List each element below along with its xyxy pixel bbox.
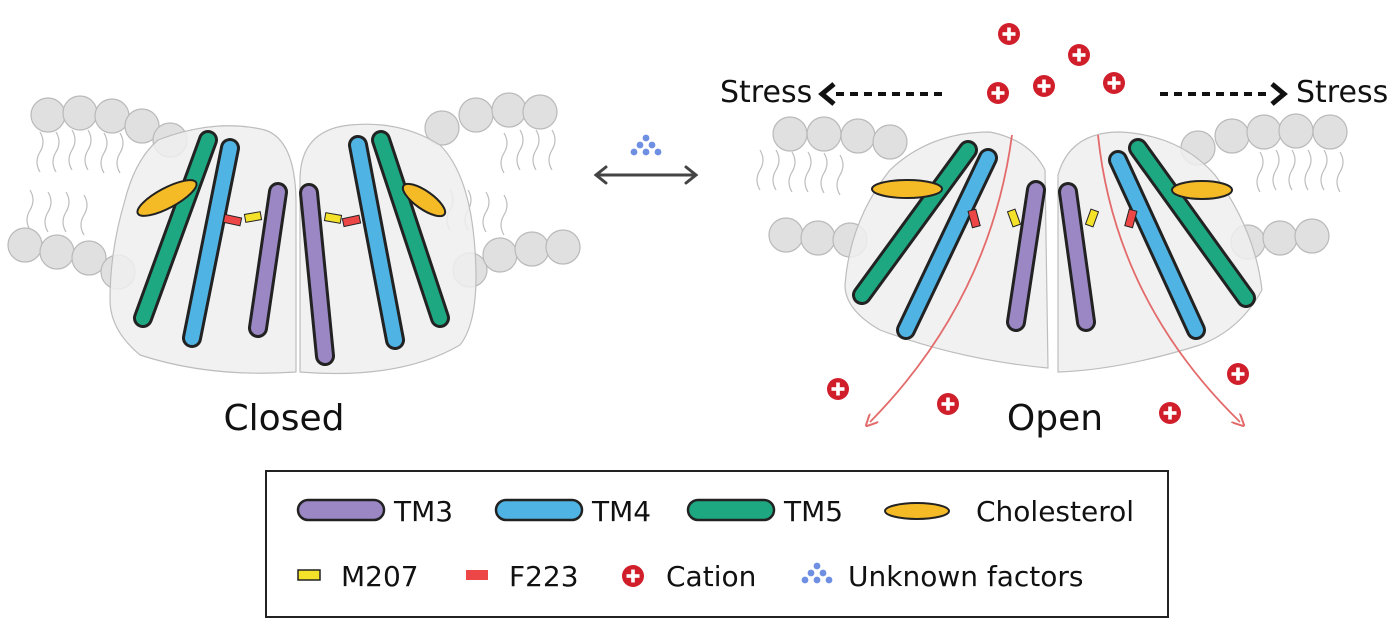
f223-residue [967, 208, 981, 229]
f223-residue [222, 213, 243, 227]
tm4-swatch-icon [494, 498, 584, 522]
cholesterol-swatch-icon [884, 502, 950, 520]
closed-channel: Closed [7, 92, 581, 439]
m207-residue [323, 212, 343, 224]
cation-icon [1103, 72, 1125, 94]
legend-cholesterol: Cholesterol [884, 495, 1134, 528]
legend-tm3: TM3 [296, 495, 453, 528]
legend-tm5: TM5 [686, 495, 843, 528]
transition [593, 134, 699, 185]
cation-icon [987, 82, 1009, 104]
m207-swatch-icon [297, 569, 321, 581]
legend-tm3-label: TM3 [393, 495, 453, 528]
cholesterol-icon [1171, 180, 1233, 200]
legend-m207-label: M207 [341, 560, 419, 593]
stress-arrow-left-icon [818, 82, 944, 106]
lipid-tails-closed [26, 129, 556, 236]
cation-icon [1068, 44, 1090, 66]
legend-box [265, 470, 1169, 618]
membrane-left-top [30, 92, 558, 158]
cation-icon [1227, 363, 1249, 385]
ion-flow-arrow-left-icon [870, 134, 1013, 422]
tm5-swatch-icon [686, 498, 776, 522]
open-channel: Stress Stress [720, 23, 1388, 439]
open-helices [852, 138, 1256, 340]
ion-flow-arrow-right-icon [1097, 134, 1240, 422]
cation-icon [1033, 75, 1055, 97]
legend-unknown: Unknown factors [801, 560, 1084, 593]
cation-icon [1159, 402, 1181, 424]
m207-residue [1084, 208, 1100, 228]
cholesterol-icon [136, 179, 198, 217]
m207-residue [1006, 208, 1022, 228]
cation-icon [827, 378, 849, 400]
open-label: Open [1007, 398, 1103, 439]
stress-label-right: Stress [1296, 75, 1388, 110]
cation-swatch-icon [622, 565, 644, 587]
legend-cation-label: Cation [666, 560, 756, 593]
legend-f223-label: F223 [509, 560, 579, 593]
double-arrow-icon [593, 165, 699, 185]
stress-arrow-right-icon [1160, 82, 1288, 106]
f223-swatch-icon [466, 570, 488, 580]
cation-icon [998, 23, 1020, 45]
cholesterol-icon [401, 182, 447, 218]
stress-label-left: Stress [720, 75, 812, 110]
unknown-factors-icon [630, 134, 662, 156]
lipid-tails-open [756, 149, 1344, 196]
closed-label: Closed [224, 398, 345, 439]
legend-cholesterol-label: Cholesterol [976, 495, 1134, 528]
legend: TM3 TM4 TM5 Cholesterol M207 F223 Cation [265, 470, 1169, 618]
legend-m207: M207 [297, 560, 419, 593]
legend-tm4-label: TM4 [591, 495, 651, 528]
f223-residue [341, 214, 362, 228]
tm3-swatch-icon [296, 498, 386, 522]
legend-f223: F223 [466, 560, 579, 593]
f223-residue [1124, 208, 1138, 229]
cations-extracellular [987, 23, 1125, 104]
legend-cation: Cation [622, 560, 756, 593]
legend-unknown-label: Unknown factors [848, 560, 1084, 593]
legend-tm4: TM4 [494, 495, 651, 528]
m207-residue [243, 211, 263, 223]
cation-icon [937, 393, 959, 415]
legend-tm5-label: TM5 [783, 495, 843, 528]
membrane-right-top [772, 113, 1348, 166]
closed-helices [133, 130, 450, 366]
cholesterol-icon [871, 179, 943, 199]
